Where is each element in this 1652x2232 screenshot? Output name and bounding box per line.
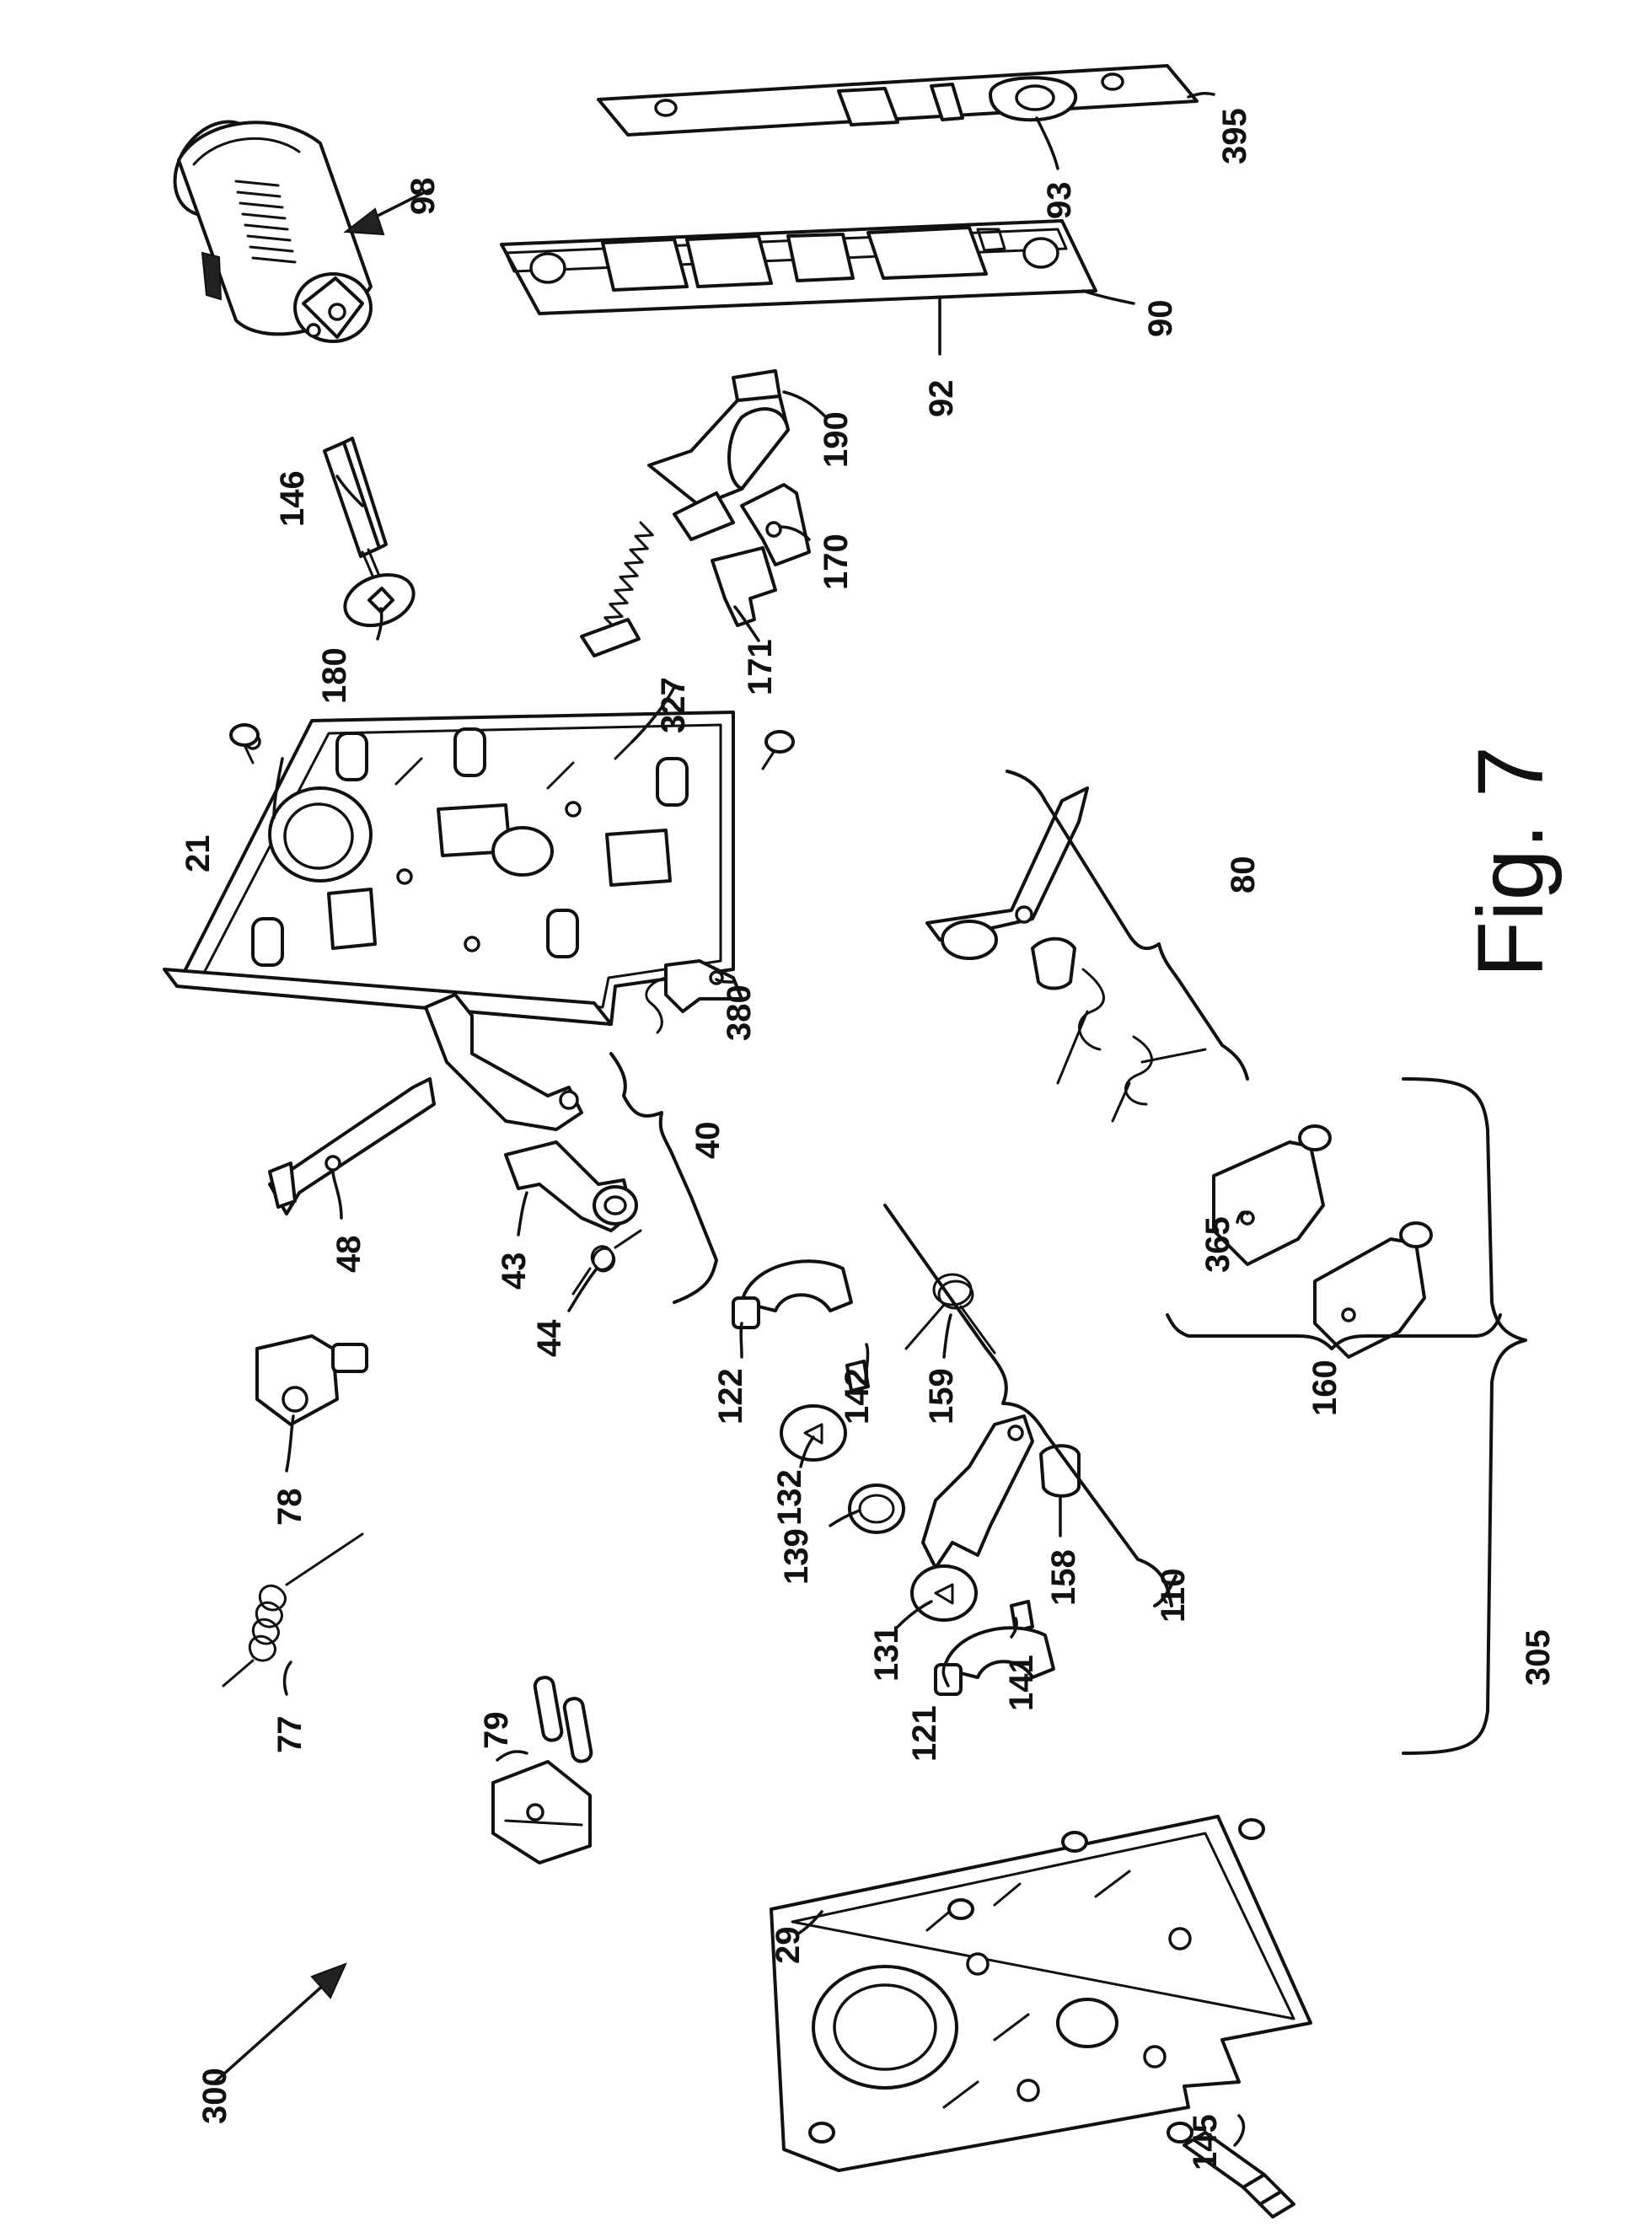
part-395-face-plate [597,64,1199,137]
label-395: 395 [1216,108,1253,164]
part-121-cam [934,1626,1055,1696]
part-110-lever [921,1414,1034,1569]
part-131-cam [910,1564,978,1622]
part-132-cam [780,1404,847,1462]
part-78-hub [255,1334,368,1426]
label-160: 160 [1306,1360,1344,1416]
part-79-block-and-pins [491,1676,593,1864]
label-305: 305 [1520,1629,1557,1686]
part-21-case-screws [229,723,795,770]
part-170-latch-arm [740,483,811,566]
label-139: 139 [778,1528,815,1585]
label-190: 190 [818,411,855,468]
part-365-slider-a [1212,1124,1332,1266]
part-180-hub-washer [343,573,416,627]
label-90: 90 [1142,300,1179,338]
part-80-group [925,786,1207,1123]
part-122-cam [732,1259,853,1329]
part-44-spring [571,1229,642,1296]
part-190-latch-bolt [580,369,790,657]
part-29-cover-plate [770,1815,1312,2172]
label-170: 170 [818,534,855,590]
label-43: 43 [496,1253,533,1290]
part-145-spindle [1183,2131,1295,2219]
label-40: 40 [689,1122,727,1160]
label-122: 122 [712,1368,749,1425]
label-142: 142 [839,1368,876,1425]
label-300: 300 [196,2068,233,2124]
part-146-spindle [323,437,388,583]
label-78: 78 [271,1489,308,1526]
part-171-latch-lever [711,546,777,627]
latch-spring [598,521,654,646]
label-132: 132 [771,1469,808,1526]
label-48: 48 [330,1236,367,1274]
part-139-spring [848,1484,905,1534]
reference-labels: 300 145 29 79 77 78 121 131 141 139 158 … [180,108,1557,2170]
label-365: 365 [1199,1216,1236,1273]
label-93: 93 [1041,182,1078,220]
label-80: 80 [1225,856,1262,894]
part-48-lever [268,1077,436,1215]
part-365-slider-b [1313,1221,1433,1359]
label-158: 158 [1045,1549,1082,1606]
label-327: 327 [655,677,692,733]
braces [609,770,1527,1755]
part-90-mounting-plate [500,219,1097,315]
label-110: 110 [1155,1568,1192,1623]
label-77: 77 [271,1716,308,1754]
label-121: 121 [906,1705,943,1762]
label-92: 92 [923,380,960,418]
figure-title: Fig. 7 [1459,746,1563,978]
label-180: 180 [316,647,353,704]
part-380-lever [645,959,743,1034]
part-43-bell-crank [504,1140,638,1232]
label-159: 159 [923,1368,960,1425]
label-145: 145 [1187,2114,1224,2170]
part-21-lock-case [163,711,735,1026]
part-98-lock-cylinder [173,120,373,343]
label-141: 141 [1003,1655,1040,1711]
label-44: 44 [531,1319,568,1357]
label-131: 131 [868,1625,905,1682]
label-171: 171 [742,639,779,695]
label-146: 146 [274,470,311,527]
label-98: 98 [405,178,442,216]
part-142-clip [845,1360,870,1392]
part-40-lever [424,993,583,1131]
part-77-torsion-spring [222,1532,364,1687]
leader-lines [213,92,1249,2147]
label-79: 79 [478,1712,515,1750]
part-29-screws [808,1818,1265,2143]
label-21: 21 [180,835,217,873]
label-29: 29 [770,1927,807,1965]
label-380: 380 [721,985,758,1041]
